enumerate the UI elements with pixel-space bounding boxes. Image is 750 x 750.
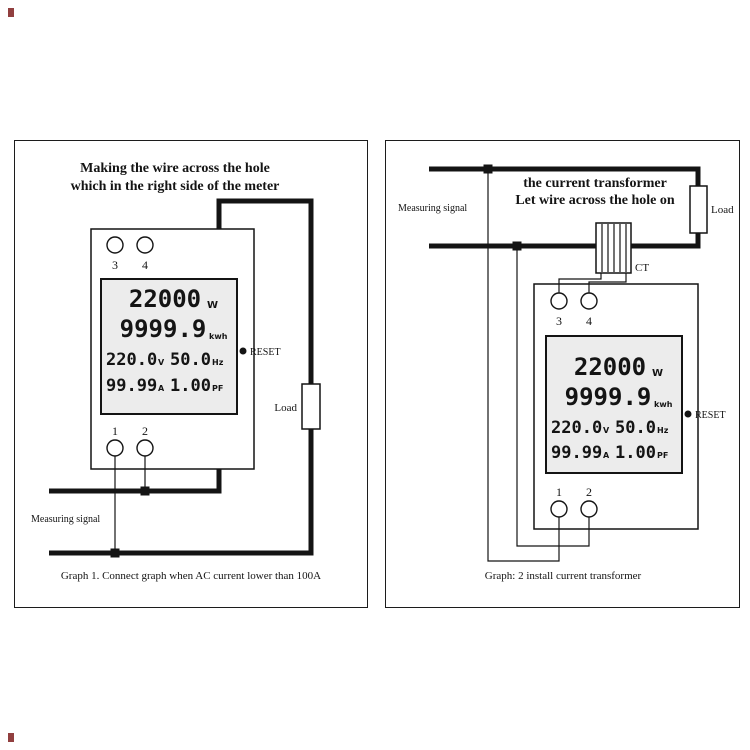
terminal-2 [580, 500, 598, 518]
lcd-energy-value: 9999.9 [565, 383, 652, 411]
load-label: Load [711, 204, 734, 216]
terminal-2-label: 2 [142, 424, 148, 438]
terminal-3-label: 3 [556, 314, 562, 328]
load-resistor [689, 185, 708, 234]
lcd-screen [545, 335, 683, 474]
graph2-panel: CT 3 4 22000 W 9999.9 kwh 220.0 V 50.0 H… [385, 140, 740, 608]
lcd-frequency-value: 50.0 [615, 418, 656, 438]
voltage-tap-wire-1 [487, 169, 560, 562]
graph1-caption: Graph 1. Connect graph when AC current l… [61, 570, 321, 582]
graph1-panel: 3 4 22000 W 9999.9 kwh 220.0 V 50.0 Hz 9… [14, 140, 368, 608]
lcd-current-unit: A [603, 451, 610, 460]
lcd-energy-unit: kwh [209, 332, 228, 341]
lcd-voltage-unit: V [158, 358, 165, 367]
terminal-4 [136, 236, 154, 254]
measuring-signal-label: Measuring signal [398, 203, 467, 214]
load-resistor [301, 383, 321, 430]
graph2-caption: Graph: 2 install current transformer [485, 570, 642, 582]
ct-label: CT [635, 262, 649, 274]
lcd-pf-value: 1.00 [615, 443, 656, 463]
terminal-2 [136, 439, 154, 457]
lcd-energy-value: 9999.9 [120, 315, 207, 343]
red-artifact-mark-bottom [8, 733, 14, 742]
panel-title-line2: Let wire across the hole on [515, 193, 675, 208]
reset-button[interactable] [239, 347, 247, 355]
panel-title-line1: the current transformer [523, 176, 667, 191]
terminal-3 [550, 292, 568, 310]
panel-title-line1: Making the wire across the hole [80, 161, 270, 176]
terminal-1 [106, 439, 124, 457]
terminal-4 [580, 292, 598, 310]
lcd-current-value: 99.99 [106, 376, 157, 396]
reset-label: RESET [695, 410, 726, 421]
lcd-voltage-unit: V [603, 426, 610, 435]
terminal-4-label: 4 [586, 314, 592, 328]
reset-label: RESET [250, 347, 281, 358]
reset-button[interactable] [684, 410, 692, 418]
lcd-voltage-value: 220.0 [551, 418, 602, 438]
lcd-power-value: 22000 [574, 353, 646, 381]
lcd-frequency-value: 50.0 [170, 350, 211, 370]
ct-secondary-wire-1 [558, 273, 602, 293]
graph2-diagram: CT 3 4 22000 W 9999.9 kwh 220.0 V 50.0 H… [398, 164, 734, 582]
voltage-tap-wire-2 [516, 246, 590, 547]
ct-hatch-lines [601, 224, 627, 272]
lcd-power-value: 22000 [129, 285, 201, 313]
panel-title-line2: which in the right side of the meter [71, 179, 280, 194]
measuring-signal-label: Measuring signal [31, 514, 100, 525]
lcd-frequency-unit: Hz [657, 426, 669, 435]
graph1-diagram: 3 4 22000 W 9999.9 kwh 220.0 V 50.0 Hz 9… [31, 161, 321, 582]
lcd-frequency-unit: Hz [212, 358, 224, 367]
ct-secondary-wire-2 [588, 273, 627, 293]
lcd-pf-value: 1.00 [170, 376, 211, 396]
load-label: Load [274, 402, 297, 414]
terminal-4-label: 4 [142, 258, 148, 272]
terminal-1 [550, 500, 568, 518]
terminal-3-label: 3 [112, 258, 118, 272]
lcd-power-unit: W [652, 368, 663, 379]
main-current-wire [49, 198, 314, 556]
lcd-voltage-value: 220.0 [106, 350, 157, 370]
red-artifact-mark-top [8, 8, 14, 17]
terminal-1-label: 1 [112, 424, 118, 438]
lcd-pf-unit: PF [212, 384, 223, 393]
lcd-current-unit: A [158, 384, 165, 393]
terminal-2-label: 2 [586, 485, 592, 499]
lcd-current-value: 99.99 [551, 443, 602, 463]
lcd-power-unit: W [207, 300, 218, 311]
terminal-1-label: 1 [556, 485, 562, 499]
lcd-screen [100, 278, 238, 415]
lcd-pf-unit: PF [657, 451, 668, 460]
lcd-energy-unit: kwh [654, 400, 673, 409]
terminal-3 [106, 236, 124, 254]
